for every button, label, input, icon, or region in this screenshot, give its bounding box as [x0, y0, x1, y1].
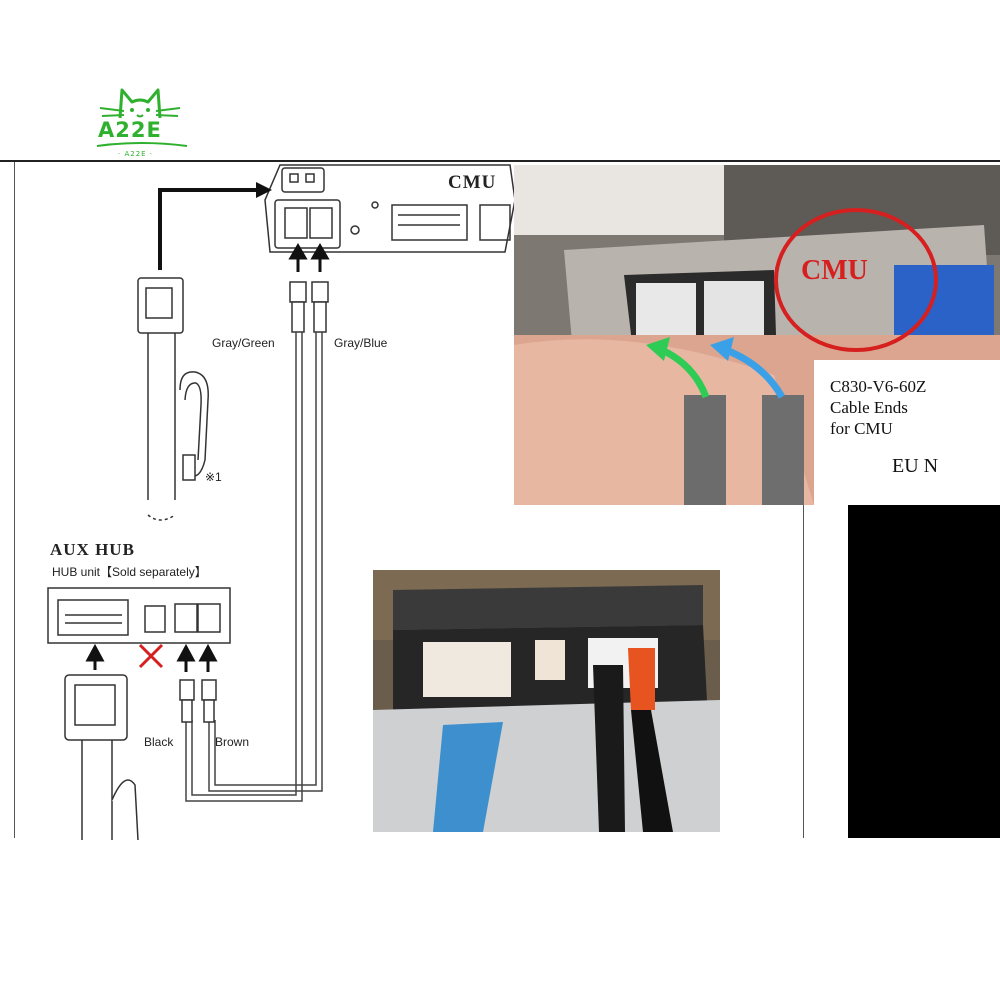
gray-blue-label: Gray/Blue — [334, 336, 388, 350]
caption-line-3: for CMU — [830, 419, 893, 438]
hub-plugs — [179, 679, 217, 723]
diagram-top-border — [0, 160, 1000, 162]
diagram-right-border — [803, 500, 804, 838]
black-wire-label: Black — [144, 735, 174, 749]
aux-hub-drawing — [47, 587, 231, 644]
aux-hub-title: AUX HUB — [50, 540, 135, 559]
caption-line-1: C830-V6-60Z — [830, 377, 927, 396]
hub-to-cmu-arrow-line — [158, 188, 258, 270]
wiring-diagram — [47, 164, 516, 840]
note-marker: ※1 — [205, 470, 222, 484]
logo-subtext: · A22E · — [118, 150, 154, 158]
logo-swoosh — [96, 142, 188, 147]
cat-head-icon — [99, 88, 181, 119]
arrow-overlays — [646, 208, 938, 399]
bottom-harness — [64, 674, 139, 840]
cmu-cables — [185, 332, 323, 802]
diagram-left-border — [14, 162, 15, 838]
cmu-unit-drawing — [264, 164, 516, 253]
region-label: EU N — [892, 455, 939, 477]
left-harness — [137, 277, 209, 521]
logo-wordmark: A22E — [98, 118, 162, 142]
brown-wire-label: Brown — [215, 735, 250, 749]
red-x-icon — [138, 643, 164, 669]
brand-logo — [90, 80, 190, 160]
black-side-panel — [848, 505, 1000, 838]
gray-green-label: Gray/Green — [212, 336, 275, 350]
hub-photo — [373, 570, 720, 832]
hub-to-cmu-arrowhead — [256, 182, 272, 198]
hub-unit-label: HUB unit【Sold separately】 — [52, 565, 207, 579]
cmu-up-arrows — [288, 243, 330, 272]
cmu-plugs — [289, 281, 329, 333]
hub-up-arrows — [85, 643, 218, 672]
caption-line-2: Cable Ends — [830, 398, 908, 417]
cmu-diagram-label: CMU — [448, 172, 497, 193]
cmu-photo: CMU C830-V6-60Z Cable Ends for CMU EU N — [514, 165, 1000, 505]
cmu-photo-circle-label: CMU — [801, 255, 868, 286]
